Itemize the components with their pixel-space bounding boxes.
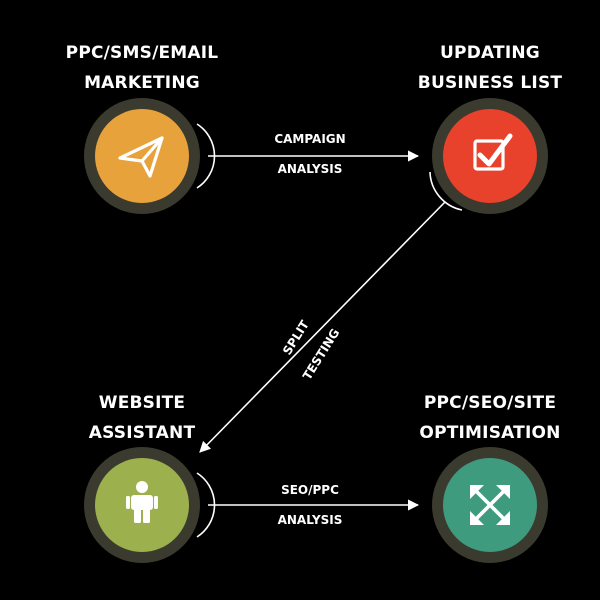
bracket-ppc-sms	[196, 123, 216, 189]
node-title-ppc-seo-site: PPC/SEO/SITE OPTIMISATION	[400, 388, 580, 448]
node-title-website-assistant: WEBSITE ASSISTANT	[52, 388, 232, 448]
title-line: ASSISTANT	[88, 423, 196, 443]
node-website-assistant	[84, 447, 200, 563]
label-line: ANALYSIS	[277, 162, 343, 176]
title-line: BUSINESS LIST	[417, 73, 563, 93]
label-line: SEO/PPC	[281, 483, 339, 497]
node-updating-list	[432, 98, 548, 214]
title-line: PPC/SEO/SITE	[423, 393, 557, 413]
edge-arrow-split-testing	[199, 201, 446, 453]
expand-arrows-icon	[470, 485, 510, 525]
bracket-updating-list	[429, 171, 463, 211]
edge-label-seo-ppc-analysis: SEO/PPC ANALYSIS	[250, 475, 370, 535]
title-line: UPDATING	[440, 43, 540, 63]
label-line: ANALYSIS	[277, 513, 343, 527]
title-line: PPC/SMS/EMAIL	[65, 43, 219, 63]
node-title-updating-list: UPDATING BUSINESS LIST	[400, 38, 580, 98]
title-line: OPTIMISATION	[419, 423, 561, 443]
node-ppc-sms-email	[84, 98, 200, 214]
bracket-website-assistant	[196, 472, 216, 538]
title-line: WEBSITE	[98, 393, 186, 413]
checkbox-icon	[473, 133, 513, 171]
node-circle	[443, 109, 537, 203]
node-circle	[95, 109, 189, 203]
edge-label-campaign-analysis: CAMPAIGN ANALYSIS	[250, 124, 370, 184]
node-ppc-seo-site	[432, 447, 548, 563]
node-title-ppc-sms-email: PPC/SMS/EMAIL MARKETING	[52, 38, 232, 98]
label-line: CAMPAIGN	[274, 132, 346, 146]
paper-plane-icon	[118, 136, 164, 178]
person-icon	[126, 481, 158, 523]
title-line: MARKETING	[84, 73, 200, 93]
